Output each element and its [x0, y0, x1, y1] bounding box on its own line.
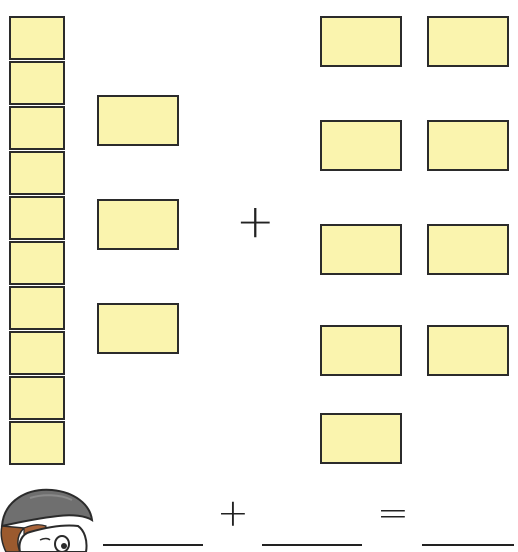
- ones-block: [97, 95, 179, 146]
- ones-block: [320, 325, 402, 376]
- ones-block: [320, 120, 402, 171]
- plus-sign: +: [236, 198, 275, 244]
- ones-block: [320, 224, 402, 275]
- ones-block: [427, 120, 509, 171]
- ones-block: [320, 16, 402, 67]
- equals-sign: =: [377, 494, 409, 532]
- answer-blank-1[interactable]: [103, 544, 203, 546]
- tens-rod-unit: [9, 106, 65, 150]
- ones-block: [97, 303, 179, 354]
- tens-rod-unit: [9, 196, 65, 240]
- tens-rod-unit: [9, 61, 65, 105]
- answer-blank-3[interactable]: [422, 544, 514, 546]
- ones-block: [427, 224, 509, 275]
- tens-rod-unit: [9, 241, 65, 285]
- tens-rod-unit: [9, 376, 65, 420]
- equation-plus-sign: +: [217, 494, 249, 532]
- ones-block: [427, 325, 509, 376]
- tens-rod: [9, 16, 65, 464]
- tens-rod-unit: [9, 16, 65, 60]
- tens-rod-unit: [9, 151, 65, 195]
- tens-rod-unit: [9, 421, 65, 465]
- tens-rod-unit: [9, 331, 65, 375]
- tens-rod-unit: [9, 286, 65, 330]
- ones-block: [320, 413, 402, 464]
- cartoon-child-with-cap-icon: [0, 486, 100, 552]
- ones-block: [97, 199, 179, 250]
- answer-blank-2[interactable]: [262, 544, 362, 546]
- ones-block: [427, 16, 509, 67]
